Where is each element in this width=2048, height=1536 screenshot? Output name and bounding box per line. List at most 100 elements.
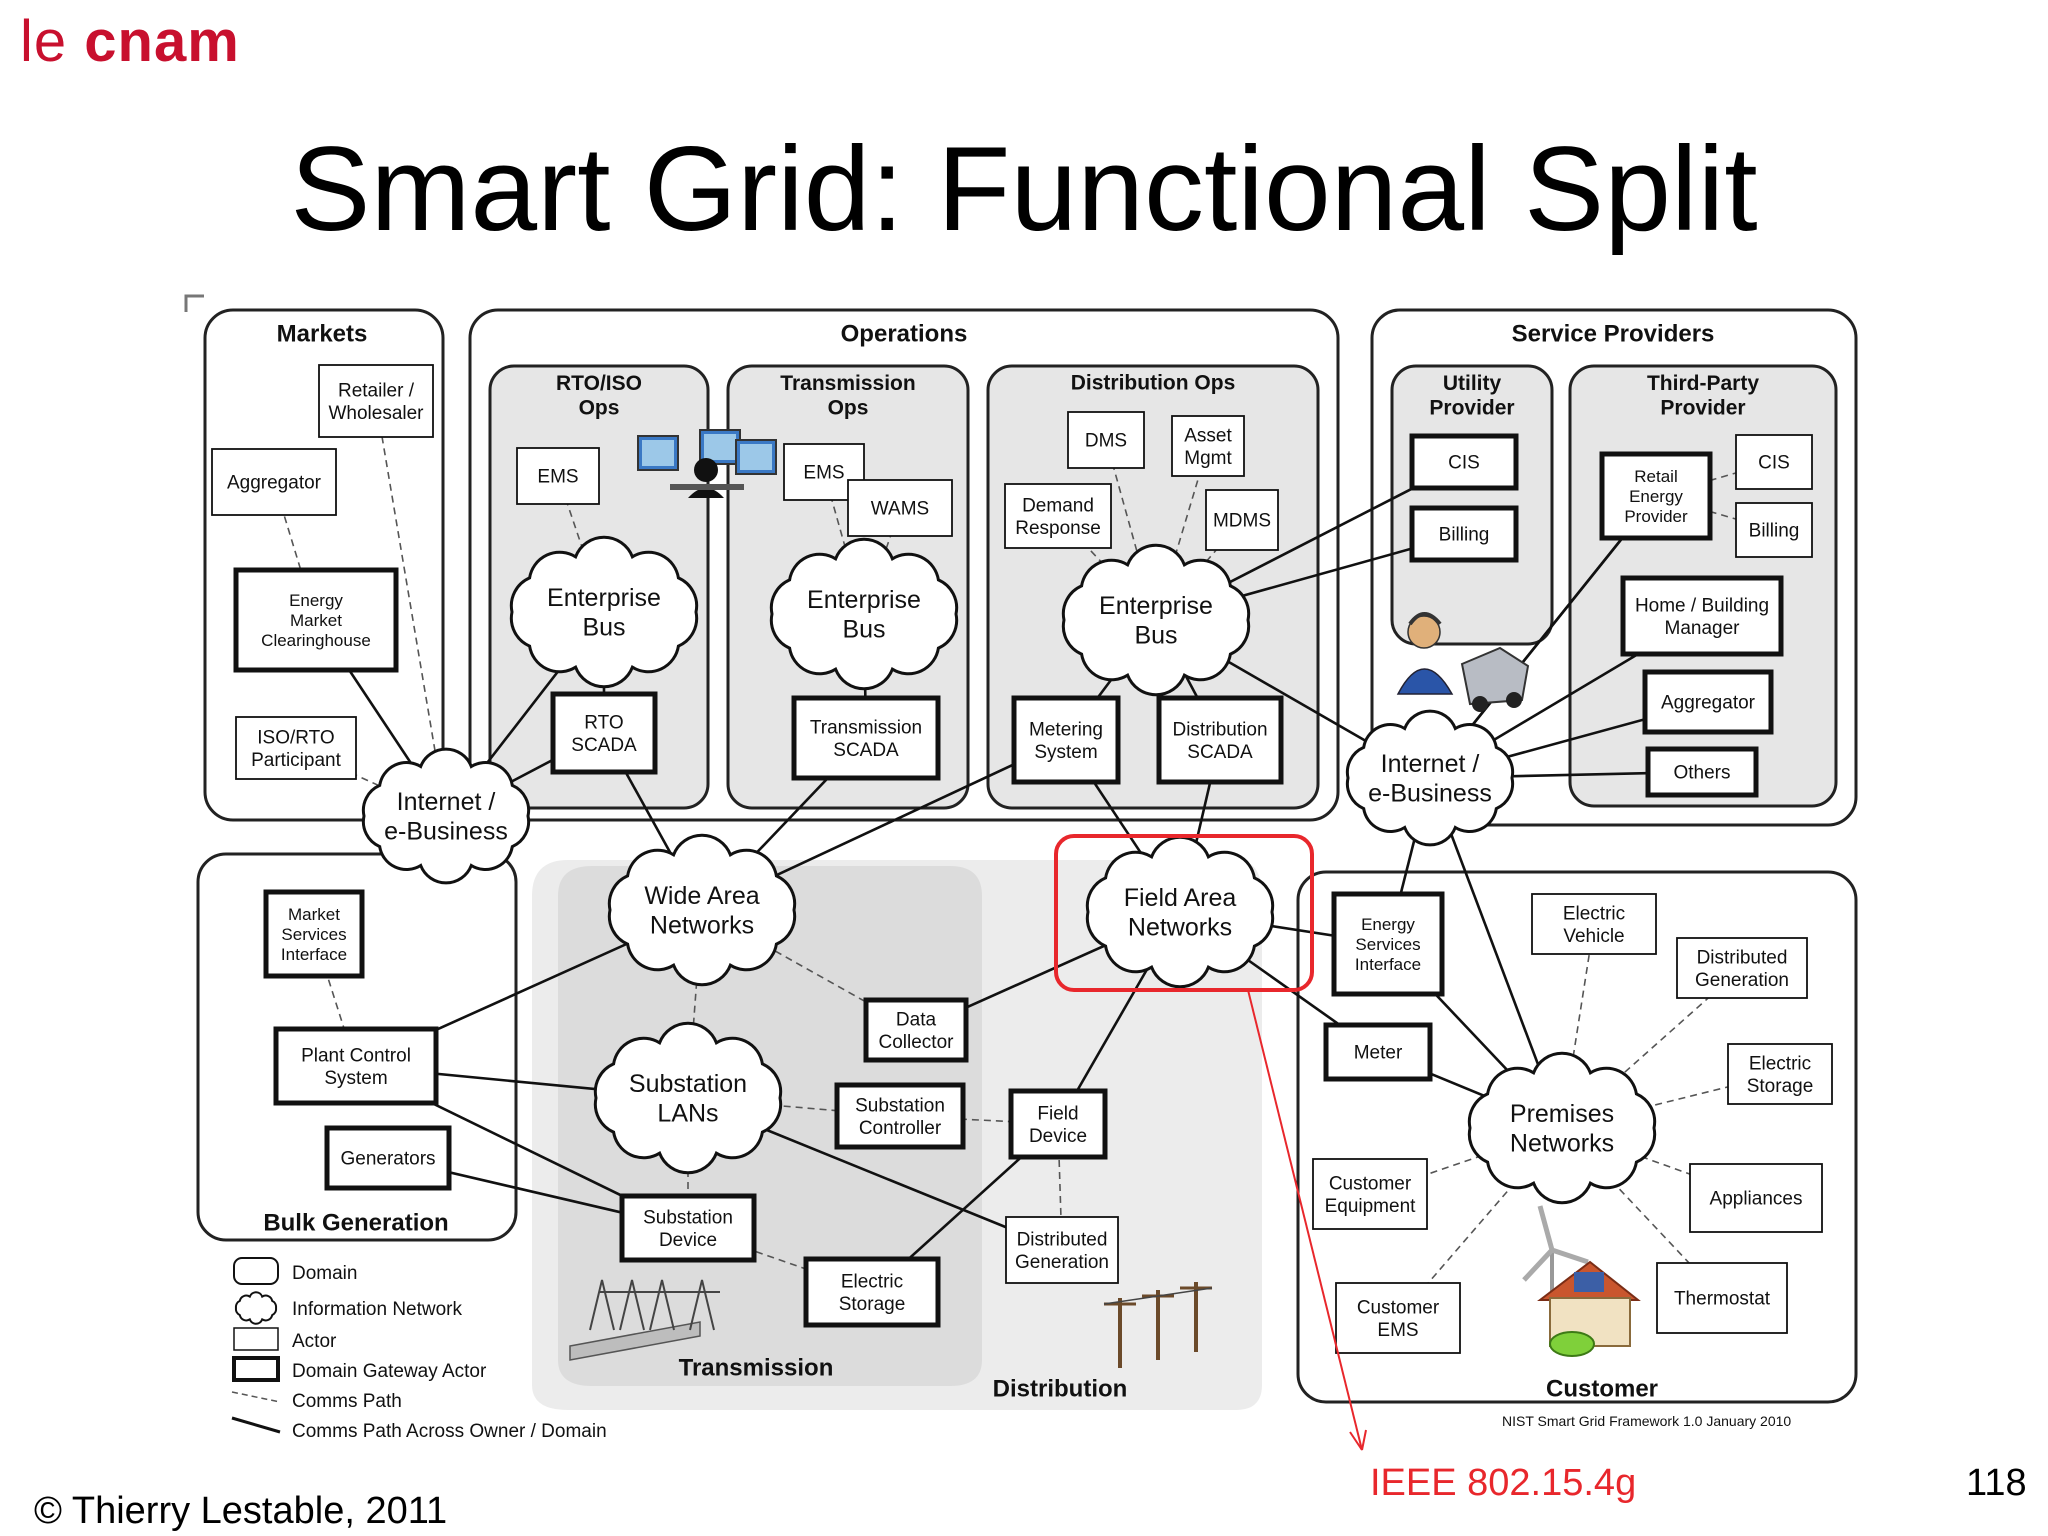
subdomain-utility-provider-label: Provider [1429, 397, 1514, 420]
cloud-enterprise-bus-1 [509, 535, 699, 689]
cloud-substation-lans-label: Substation [629, 1070, 747, 1098]
actor-ems-tx-label: EMS [803, 463, 844, 484]
actor-ems-rto [516, 447, 600, 505]
cloud-enterprise-bus-2-label: Bus [842, 616, 885, 644]
actor-energy-services-interface-label: Energy [1361, 915, 1415, 934]
transmission-substation-icon [569, 1279, 720, 1361]
actor-distribution-scada-label: Distribution [1172, 719, 1267, 740]
highlight-arrowhead [1349, 1429, 1367, 1451]
cloud-premises-label: Premises [1510, 1100, 1614, 1128]
domain-distribution-label: Distribution [993, 1375, 1128, 1402]
actor-plant-control-system-label: Plant Control [301, 1045, 411, 1066]
comms-path [375, 400, 447, 817]
actor-cis-third-label: CIS [1758, 453, 1790, 474]
actor-metering-system-label: Metering [1029, 719, 1103, 740]
actor-distribution-scada [1156, 695, 1284, 785]
cnam-logo: le cnam [20, 9, 240, 74]
subdomain-rto-iso-ops-label: Ops [579, 397, 620, 420]
actor-aggregator-sp-label: Aggregator [1661, 693, 1756, 714]
actor-transmission-scada-label: SCADA [833, 740, 899, 761]
legend-comms-across-swatch [231, 1416, 281, 1434]
actor-home-building-manager [1620, 575, 1784, 657]
cloud-wide-area [607, 833, 797, 987]
legend-domain-label: Domain [292, 1263, 357, 1284]
actor-rto-scada-label: RTO [584, 712, 623, 733]
actor-asset-mgmt [1171, 415, 1245, 477]
actor-electric-storage-c-label: Electric [1749, 1053, 1811, 1074]
actor-distributed-generation-d-label: Distributed [1017, 1229, 1108, 1250]
actor-plant-control-system [273, 1026, 439, 1106]
cloud-field-area-label: Field Area [1124, 884, 1237, 912]
actor-electric-vehicle [1531, 893, 1657, 955]
cloud-internet-left-label: Internet / [397, 788, 496, 816]
cloud-wide-area-label: Wide Area [644, 882, 759, 910]
actor-rto-scada-label: SCADA [571, 735, 637, 756]
actor-retail-energy-provider [1599, 451, 1713, 541]
actor-distributed-generation-d [1005, 1216, 1119, 1284]
actor-distribution-scada-label: SCADA [1187, 742, 1253, 763]
actor-electric-storage-c [1727, 1043, 1833, 1105]
cloud-field-area-label: Networks [1128, 914, 1232, 942]
legend-actor-label: Actor [292, 1331, 337, 1352]
actor-market-services-interface-label: Interface [281, 945, 347, 964]
comms-path [1561, 923, 1595, 1129]
actor-cis-utility [1409, 433, 1519, 491]
legend-comms-swatch [231, 1391, 281, 1403]
actor-customer-equipment-label: Equipment [1325, 1196, 1417, 1217]
cloud-enterprise-bus-3-label: Enterprise [1099, 592, 1213, 620]
actor-substation-device-label: Device [659, 1230, 717, 1251]
legend-network-swatch [234, 1291, 278, 1325]
domain-bulk-generation-label: Bulk Generation [263, 1209, 448, 1236]
cloud-enterprise-bus-3 [1061, 543, 1251, 697]
actor-energy-clearinghouse-label: Energy [289, 591, 343, 610]
domain-operations [468, 308, 1340, 822]
actor-market-services-interface-label: Services [281, 925, 346, 944]
actor-electric-storage-t-label: Electric [841, 1271, 903, 1292]
cloud-substation-lans [593, 1021, 783, 1175]
actor-field-device-label: Device [1029, 1126, 1087, 1147]
subdomain-distribution-ops-label: Distribution Ops [1071, 371, 1236, 394]
actor-aggregator-sp [1642, 669, 1774, 735]
source-note: NIST Smart Grid Framework 1.0 January 20… [1502, 1413, 1791, 1429]
actor-substation-controller [834, 1082, 966, 1150]
corner-mark [184, 294, 204, 312]
actor-distributed-generation-d-label: Generation [1015, 1252, 1109, 1273]
cloud-internet-right-label: e-Business [1368, 780, 1492, 808]
actor-iso-rto-participant-label: ISO/RTO [257, 727, 334, 748]
actor-substation-device-label: Substation [643, 1207, 733, 1228]
actor-billing-utility-label: Billing [1439, 525, 1490, 546]
domain-transmission-label: Transmission [679, 1354, 834, 1381]
cloud-enterprise-bus-2 [769, 537, 959, 691]
actor-cis-third [1735, 434, 1813, 490]
actor-dms-label: DMS [1085, 431, 1127, 452]
operator-workstation-icon [637, 429, 777, 498]
actor-generators [324, 1125, 452, 1191]
actor-market-services-interface-label: Market [288, 905, 340, 924]
actor-field-device-label: Field [1037, 1103, 1078, 1124]
legend-comms-path-across-label: Comms Path Across Owner / Domain [292, 1421, 607, 1442]
actor-aggregator-m-label: Aggregator [227, 473, 322, 494]
actor-demand-response-label: Response [1015, 518, 1101, 539]
domain-customer-label: Customer [1546, 1375, 1658, 1402]
subdomain-utility-provider-label: Utility [1443, 372, 1502, 395]
actor-aggregator-m [211, 448, 337, 516]
legend-information-network-label: Information Network [292, 1299, 463, 1320]
copyright-text: © Thierry Lestable, 2011 [34, 1490, 448, 1532]
actor-electric-storage-t-label: Storage [839, 1294, 906, 1315]
actor-distributed-generation-c-label: Generation [1695, 970, 1789, 991]
actor-appliances [1689, 1163, 1823, 1233]
actor-iso-rto-participant-label: Participant [251, 750, 341, 771]
actor-others-label: Others [1673, 763, 1730, 784]
cloud-premises-label: Networks [1510, 1130, 1614, 1158]
actor-distributed-generation-c [1676, 937, 1808, 999]
cloud-internet-right-label: Internet / [1381, 750, 1480, 778]
actor-retail-energy-provider-label: Retail [1634, 467, 1677, 486]
actor-electric-vehicle-label: Vehicle [1563, 926, 1624, 947]
actor-transmission-scada-label: Transmission [810, 717, 922, 738]
actor-energy-clearinghouse-label: Market [290, 611, 342, 630]
cloud-enterprise-bus-3-label: Bus [1134, 622, 1177, 650]
cloud-enterprise-bus-2-label: Enterprise [807, 586, 921, 614]
actor-customer-ems [1335, 1282, 1461, 1354]
subdomain-third-party-provider-label: Provider [1660, 397, 1745, 420]
cloud-internet-left-label: e-Business [384, 818, 508, 846]
